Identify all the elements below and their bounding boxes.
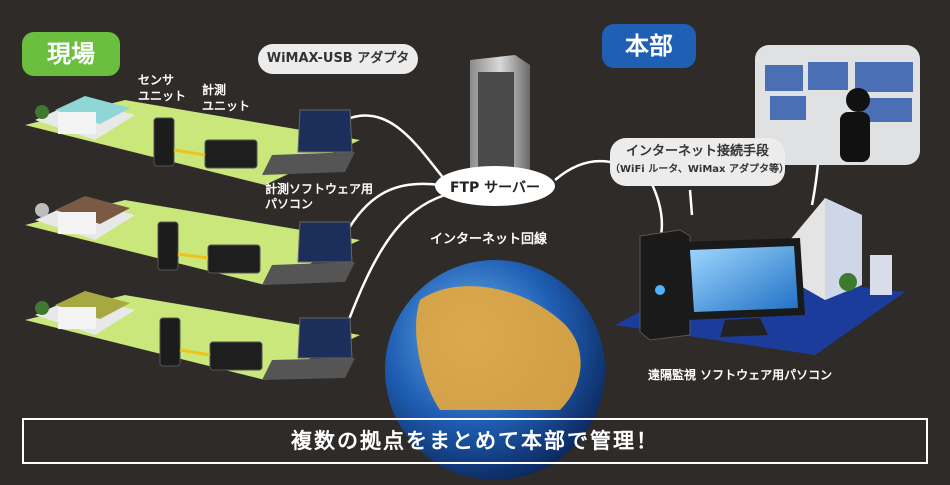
cable-callout [688,189,694,216]
globe [385,260,605,480]
site-badge: 現場 [22,32,120,76]
monitor [682,238,805,337]
measure-links [173,148,211,357]
measure-unit-label: 計測 ユニット [202,83,251,113]
internet-connect-sub: （WiFi ルータ、WiMax アダプタ等） [610,164,789,175]
laptop-site2 [262,221,355,285]
measure-unit-3 [209,341,263,371]
ftp-server-label: FTP サーバー [449,180,541,196]
cable-site2 [343,182,441,236]
laptop-site1 [262,109,355,175]
laptops [262,109,355,380]
hq-badge: 本部 [602,24,696,68]
internet-connect-title: インターネット接続手段 [625,144,769,159]
ftp-server [470,55,530,180]
ftp-bubble [435,166,555,206]
measure-pc-label: 計測ソフトウェア用 パソコン [265,182,374,211]
sensor-unit-3 [159,317,181,367]
sensor-unit-label: センサ ユニット [138,73,187,103]
sensor-unit-2 [157,221,179,271]
house-site2 [35,196,135,240]
desktop-tower [639,229,691,341]
bottom-banner: 複数の拠点をまとめて本部で管理！ [22,418,928,464]
measure-unit-2 [207,244,261,274]
laptop-site3 [262,317,355,380]
sensor-unit-1 [153,117,175,167]
remote-pc-label: 遠隔監視 ソフトウェア用パソコン [648,368,833,382]
house-site3 [35,291,135,335]
house-site1 [35,96,135,140]
internet-line-label: インターネット回線 [430,232,548,247]
internet-connect-callout: インターネット接続手段 （WiFi ルータ、WiMax アダプタ等） [610,138,789,186]
houses [35,96,135,335]
measure-unit-1 [204,139,258,169]
cable-site1 [344,114,446,181]
sensor-units [153,117,181,367]
cable-site3 [343,193,446,331]
operator-room [755,45,920,165]
hq-building [790,198,892,300]
wimax-callout: WiMAX-USB アダプタ [258,44,418,74]
